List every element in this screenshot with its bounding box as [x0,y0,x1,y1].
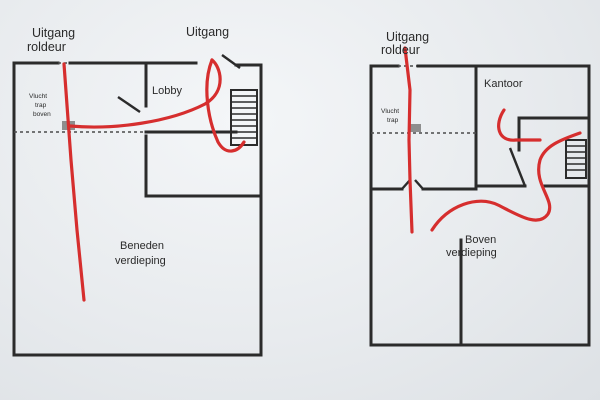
office-label: Kantoor [484,78,523,90]
upper-escape-stair-label-1: Vlucht [381,108,399,115]
lobby-door [117,96,141,113]
upper-floor-staircase [565,139,587,179]
ground-floor-name-label-2: verdieping [115,255,166,267]
ground-exit-roller-door-label-1: Uitgang [32,26,75,40]
upper-escape-stair-label-2: trap [387,117,399,124]
upper-floor-walls [369,64,591,347]
ground-floor-staircase [230,89,258,146]
ground-floor-escape-route-to-exit [68,58,222,129]
ground-floor-escape-route-stair [205,58,246,153]
ground-escape-stair-label-3: boven [33,111,51,118]
ground-floor-plan: Uitgang roldeur Uitgang Vlucht trap bove… [12,25,263,357]
upper-exit-roller-door-label-2: roldeur [381,43,420,57]
upper-floor-name-label-2: verdieping [446,247,497,259]
exit-door [221,54,241,69]
upper-door-mid [414,179,424,190]
upper-floor-escape-route-office [430,131,582,232]
upper-floor-plan: Uitgang roldeur Vlucht trap Kantoor Bove… [369,30,591,347]
upper-floor-escape-route-office-inner [497,108,542,142]
upper-floor-escape-route-vertical [403,46,414,234]
ground-escape-stair-label-1: Vlucht [29,93,47,100]
upper-floor-name-label-1: Boven [465,234,496,246]
ground-floor-walls [12,61,263,357]
office-door [508,147,527,187]
upper-exit-roller-door-label-1: Uitgang [386,30,429,44]
ground-exit-roller-door-label-2: roldeur [27,40,66,54]
ground-floor-name-label-1: Beneden [120,240,164,252]
ground-floor-escape-route-vertical [62,62,86,302]
upper-escape-stair-marker [408,124,421,132]
ground-exit-label: Uitgang [186,25,229,39]
ground-escape-stair-label-2: trap [35,102,47,109]
lobby-label: Lobby [152,85,182,97]
